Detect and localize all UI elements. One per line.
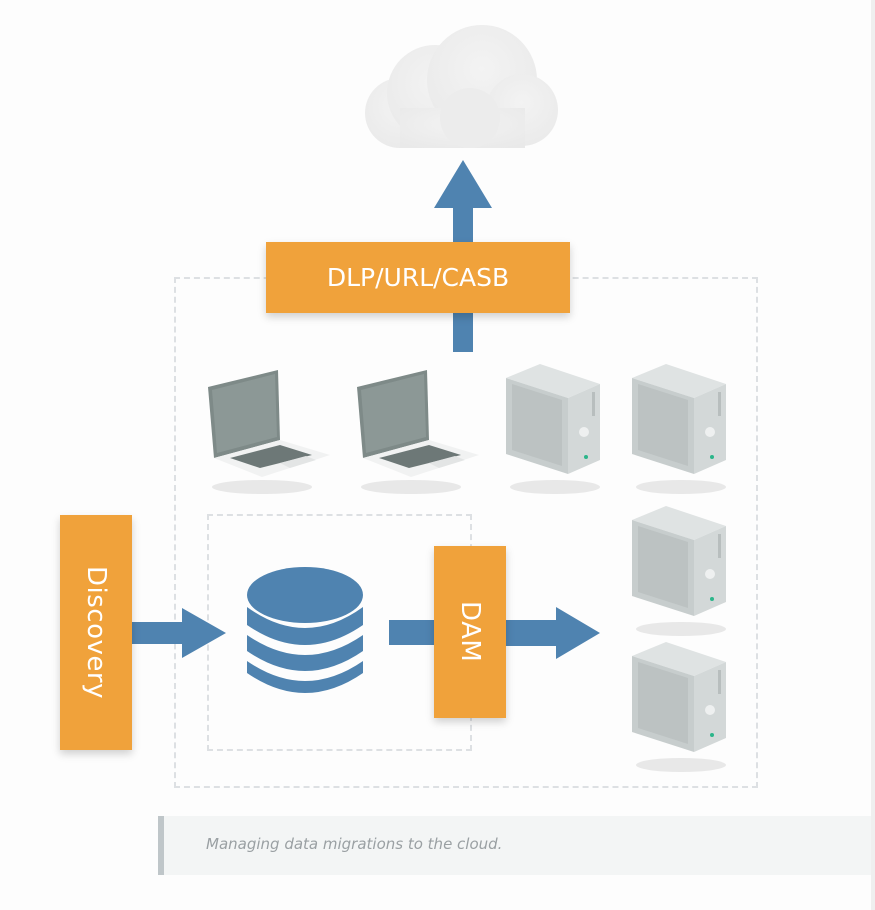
laptop-icon [208, 370, 330, 494]
database-icon [247, 567, 363, 693]
scrollbar-rail[interactable] [871, 0, 875, 910]
caption-text: Managing data migrations to the cloud. [206, 835, 503, 853]
dlp-url-casb-label: DLP/URL/CASB [326, 263, 510, 292]
dlp-url-casb-box: DLP/URL/CASB [266, 242, 570, 313]
discovery-box: Discovery [60, 515, 132, 750]
dam-label: DAM [455, 601, 485, 663]
arrow-dam-to-servers [500, 607, 600, 659]
dam-box: DAM [434, 546, 506, 718]
discovery-label: Discovery [81, 566, 111, 699]
laptop-icon [357, 370, 479, 494]
server-icon [506, 364, 600, 494]
server-icon [632, 364, 726, 494]
figure-caption: Managing data migrations to the cloud. [158, 816, 871, 875]
cloud-icon [365, 25, 558, 148]
server-icon [632, 642, 726, 772]
arrow-discovery-to-database [130, 608, 226, 658]
server-icon [632, 506, 726, 636]
arrow-database-to-dam [389, 620, 439, 645]
